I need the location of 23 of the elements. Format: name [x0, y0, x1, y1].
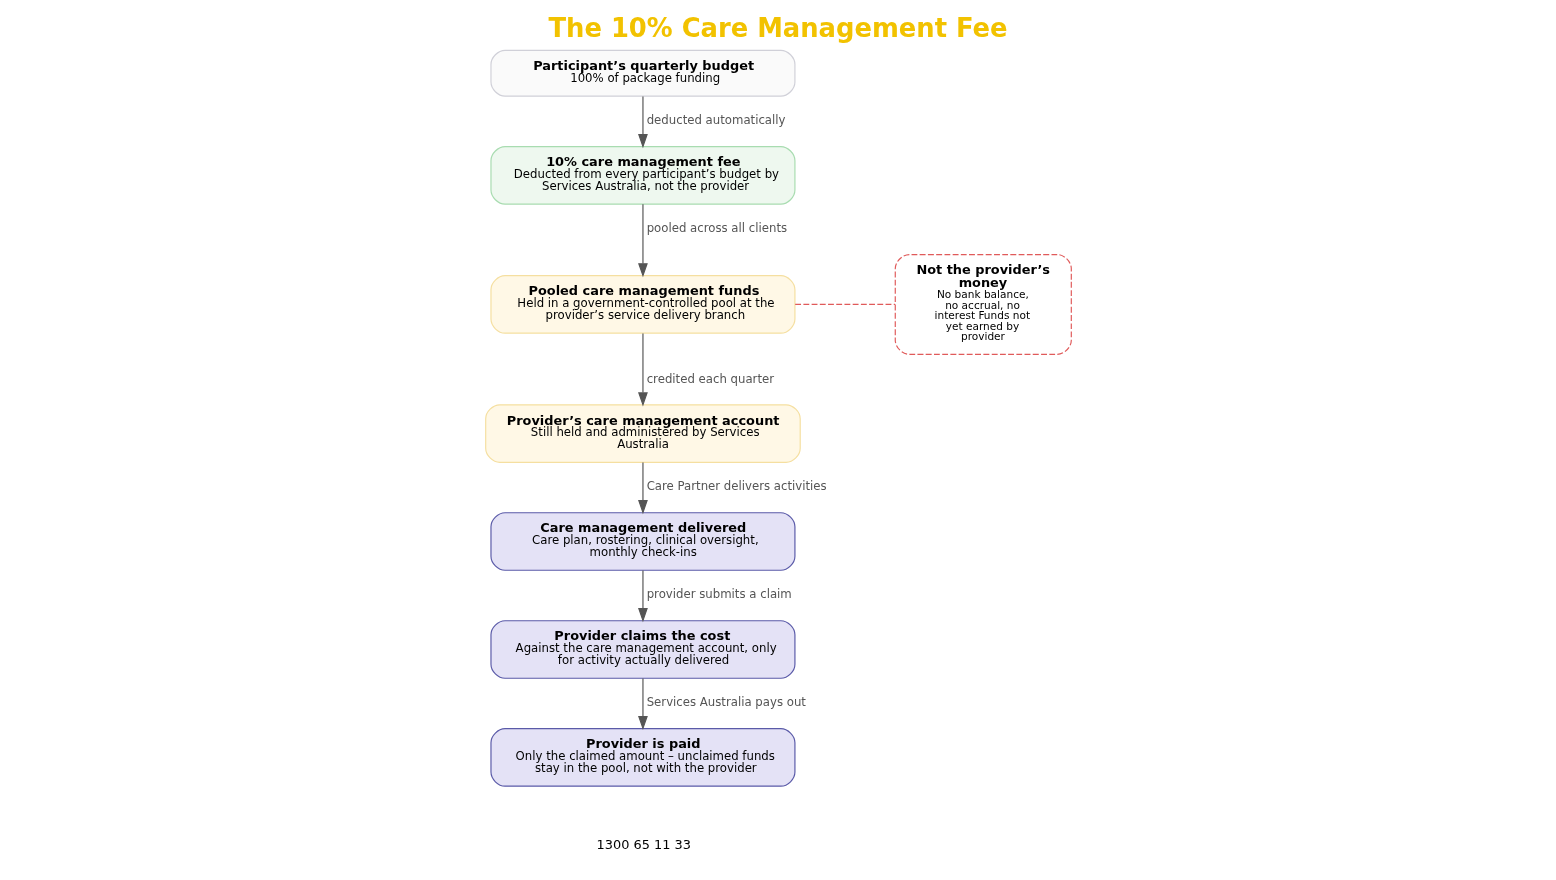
arrow: [637, 203, 648, 278]
edge-label: provider submits a claim: [646, 587, 792, 602]
node-box: Provider is paid Only the claimed amount – unclaimed funds stay in the pool, not with the provider: [489, 728, 795, 787]
node-box: Provider claims the cost Against the care management account, only for activity actually delivered: [489, 620, 795, 679]
arrow: [637, 96, 648, 149]
edge-label: Services Australia pays out: [646, 695, 806, 710]
node-box: Participant’s quarterly budget 100% of package funding: [489, 49, 795, 97]
arrow: [637, 677, 648, 731]
arrow: [637, 461, 648, 515]
diagram-title: The 10% Care Management Fee: [547, 13, 1008, 43]
node-box: 10% care management fee Deducted from every participant’s budget by Services Australia, not the provider: [489, 146, 795, 205]
node-box: Pooled care management funds Held in a government-controlled pool at the provider’s service delivery branch: [489, 275, 795, 334]
label: 1300 65 11 33: [596, 837, 691, 853]
edge-label: pooled across all clients: [646, 221, 787, 236]
node-box: Care management delivered Care plan, rostering, clinical oversight, monthly check-ins: [489, 512, 795, 571]
node-box: Not the provider’s money No bank balance, no accrual, no interest Funds not yet earned by provider: [894, 254, 1072, 355]
edge-label: deducted automatically: [646, 113, 785, 128]
arrow: [637, 569, 648, 623]
arrow: [637, 332, 648, 407]
edge-label: Care Partner delivers activities: [646, 479, 827, 494]
connector: [794, 303, 896, 306]
node-box: Provider’s care management account Still held and administered by Services Australia: [484, 404, 801, 463]
edge-label: credited each quarter: [646, 371, 774, 386]
